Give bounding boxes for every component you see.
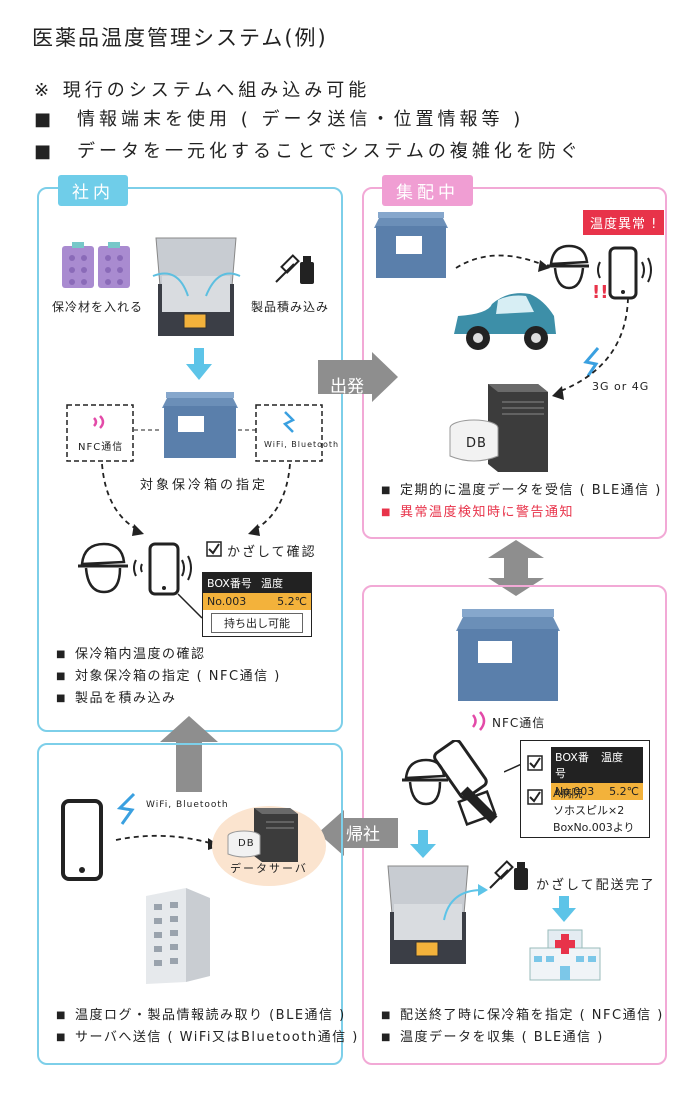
status-table: BOX番号温度 No.003 5.2℃ 持ち出し可能 (202, 572, 312, 637)
td-box: No.003 (207, 595, 247, 608)
car-icon (454, 293, 556, 350)
dest-product: ソホスピル×2 (553, 804, 625, 817)
smartphone-icon (61, 799, 103, 881)
cooler-box-icon (456, 609, 560, 701)
note-terminal: ■ 情報端末を使用 ( データ送信・位置情報等 ) (34, 109, 525, 130)
select-box-label: 対象保冷箱の指定 (140, 478, 269, 493)
dest-hospital: A病院 (553, 787, 583, 800)
server-bullets: 温度ログ・製品情報読み取り (BLE通信 ) サーバへ送信 ( WiFi又はBl… (56, 1005, 359, 1049)
server-panel (37, 743, 343, 1065)
th-box: BOX番号 (555, 751, 589, 780)
syringe-vial-icon (489, 860, 528, 890)
checkbox-icon (527, 789, 543, 805)
network-label: 3G or 4G (592, 380, 650, 393)
page-title: 医薬品温度管理システム(例) (32, 26, 328, 50)
checkbox-icon (527, 755, 543, 771)
nfc-dashed-box (66, 404, 134, 462)
dashed-connector (134, 429, 256, 431)
delivery-complete-label: かざして配送完了 (536, 878, 656, 893)
dashed-arrows (101, 463, 291, 536)
cooler-box-icon (374, 212, 448, 278)
database-server-icon (227, 808, 298, 862)
cold-pack-label: 保冷材を入れる (52, 300, 144, 314)
delivery-info-card: BOX番号温度 No.003 5.2℃ A病院 ソホスピル×2 BoxNo.003… (520, 740, 650, 838)
curved-arrow-icon (443, 884, 488, 921)
th-temp: 温度 (261, 577, 283, 590)
list-item: 配送終了時に保冷箱を指定 ( NFC通信 ) (381, 1005, 664, 1027)
cooler-box-icon (162, 392, 238, 458)
td-box: No.003 (555, 785, 595, 798)
th-box: BOX番号 (207, 577, 252, 590)
open-cooler-box-icon (152, 237, 241, 336)
list-item: サーバへ送信 ( WiFi又はBluetooth通信 ) (56, 1027, 359, 1049)
company-tag: 社内 (58, 175, 128, 206)
depart-arrow (318, 352, 398, 402)
nfc-label: NFC通信 (78, 442, 124, 453)
list-item: 定期的に温度データを受信 ( BLE通信 ) (381, 480, 662, 502)
office-building-icon (146, 888, 210, 984)
note-unify: ■ データを一元化することでシステムの複雑化を防ぐ (34, 141, 582, 162)
checkbox-icon (206, 541, 222, 557)
dashed-connector (455, 254, 550, 272)
load-product-label: 製品積み込み (251, 300, 330, 314)
temperature-alert-badge: 温度異常 ! (583, 210, 665, 235)
syringe-vial-icon (275, 254, 314, 284)
db-label: DB (466, 436, 487, 451)
upload-arrow (160, 716, 218, 792)
list-item: 製品を積み込み (56, 688, 281, 710)
list-item: 温度ログ・製品情報読み取り (BLE通信 ) (56, 1005, 359, 1027)
down-arrow-icon (410, 830, 436, 858)
alert-exclaim-icon: !! (592, 282, 609, 303)
nfc-icon (471, 711, 486, 731)
down-arrow-icon (186, 348, 212, 380)
wifi-bt-dashed-box (255, 404, 323, 462)
callout-line (177, 593, 203, 619)
th-temp: 温度 (601, 751, 623, 764)
worker-phone-icon (402, 740, 498, 826)
list-item: 対象保冷箱の指定 ( NFC通信 ) (56, 666, 281, 688)
td-temp: 5.2℃ (277, 595, 307, 608)
smartphone-icon (597, 246, 652, 300)
worker-icon (547, 244, 589, 290)
check-label: かざして確認 (227, 545, 317, 560)
database-server-icon (449, 384, 548, 472)
server-wifi-bt-label: WiFi, Bluetooth (146, 800, 229, 810)
depart-label: 出発 (330, 377, 364, 397)
list-item: 保冷箱内温度の確認 (56, 644, 281, 666)
return-bullets: 配送終了時に保冷箱を指定 ( NFC通信 ) 温度データを収集 ( BLE通信 … (381, 1005, 664, 1049)
wifi-bt-label: WiFi, Bluetooth (264, 440, 340, 449)
note-integration: ※ 現行のシステムへ組み込み可能 (34, 80, 371, 101)
return-arrow (318, 810, 398, 856)
wireless-signal-icon (116, 792, 136, 825)
cold-pack-icon (62, 242, 130, 288)
dashed-connector (115, 834, 220, 850)
list-item: 温度データを収集 ( BLE通信 ) (381, 1027, 664, 1049)
dest-box: BoxNo.003より (553, 821, 635, 834)
company-bullets: 保冷箱内温度の確認 対象保冷箱の指定 ( NFC通信 ) 製品を積み込み (56, 644, 281, 710)
return-label: 帰社 (346, 825, 380, 845)
carry-out-ok-button[interactable]: 持ち出し可能 (211, 613, 303, 633)
hospital-icon (529, 929, 601, 981)
return-nfc-label: NFC通信 (492, 716, 546, 730)
data-server-label: データサーバ (230, 862, 308, 875)
server-db-label: DB (238, 838, 255, 849)
list-item-warning: 異常温度検知時に警告通知 (381, 502, 662, 524)
wireless-signal-icon (583, 347, 600, 377)
open-cooler-box-icon (387, 865, 469, 964)
delivery-bullets: 定期的に温度データを受信 ( BLE通信 ) 異常温度検知時に警告通知 (381, 480, 662, 524)
down-arrow-icon (552, 896, 576, 922)
delivery-tag: 集配中 (382, 175, 473, 206)
worker-icon (78, 542, 128, 594)
dashed-connector (552, 297, 629, 400)
td-temp: 5.2℃ (609, 785, 639, 798)
sync-arrow (488, 540, 544, 596)
smartphone-icon (133, 542, 192, 596)
